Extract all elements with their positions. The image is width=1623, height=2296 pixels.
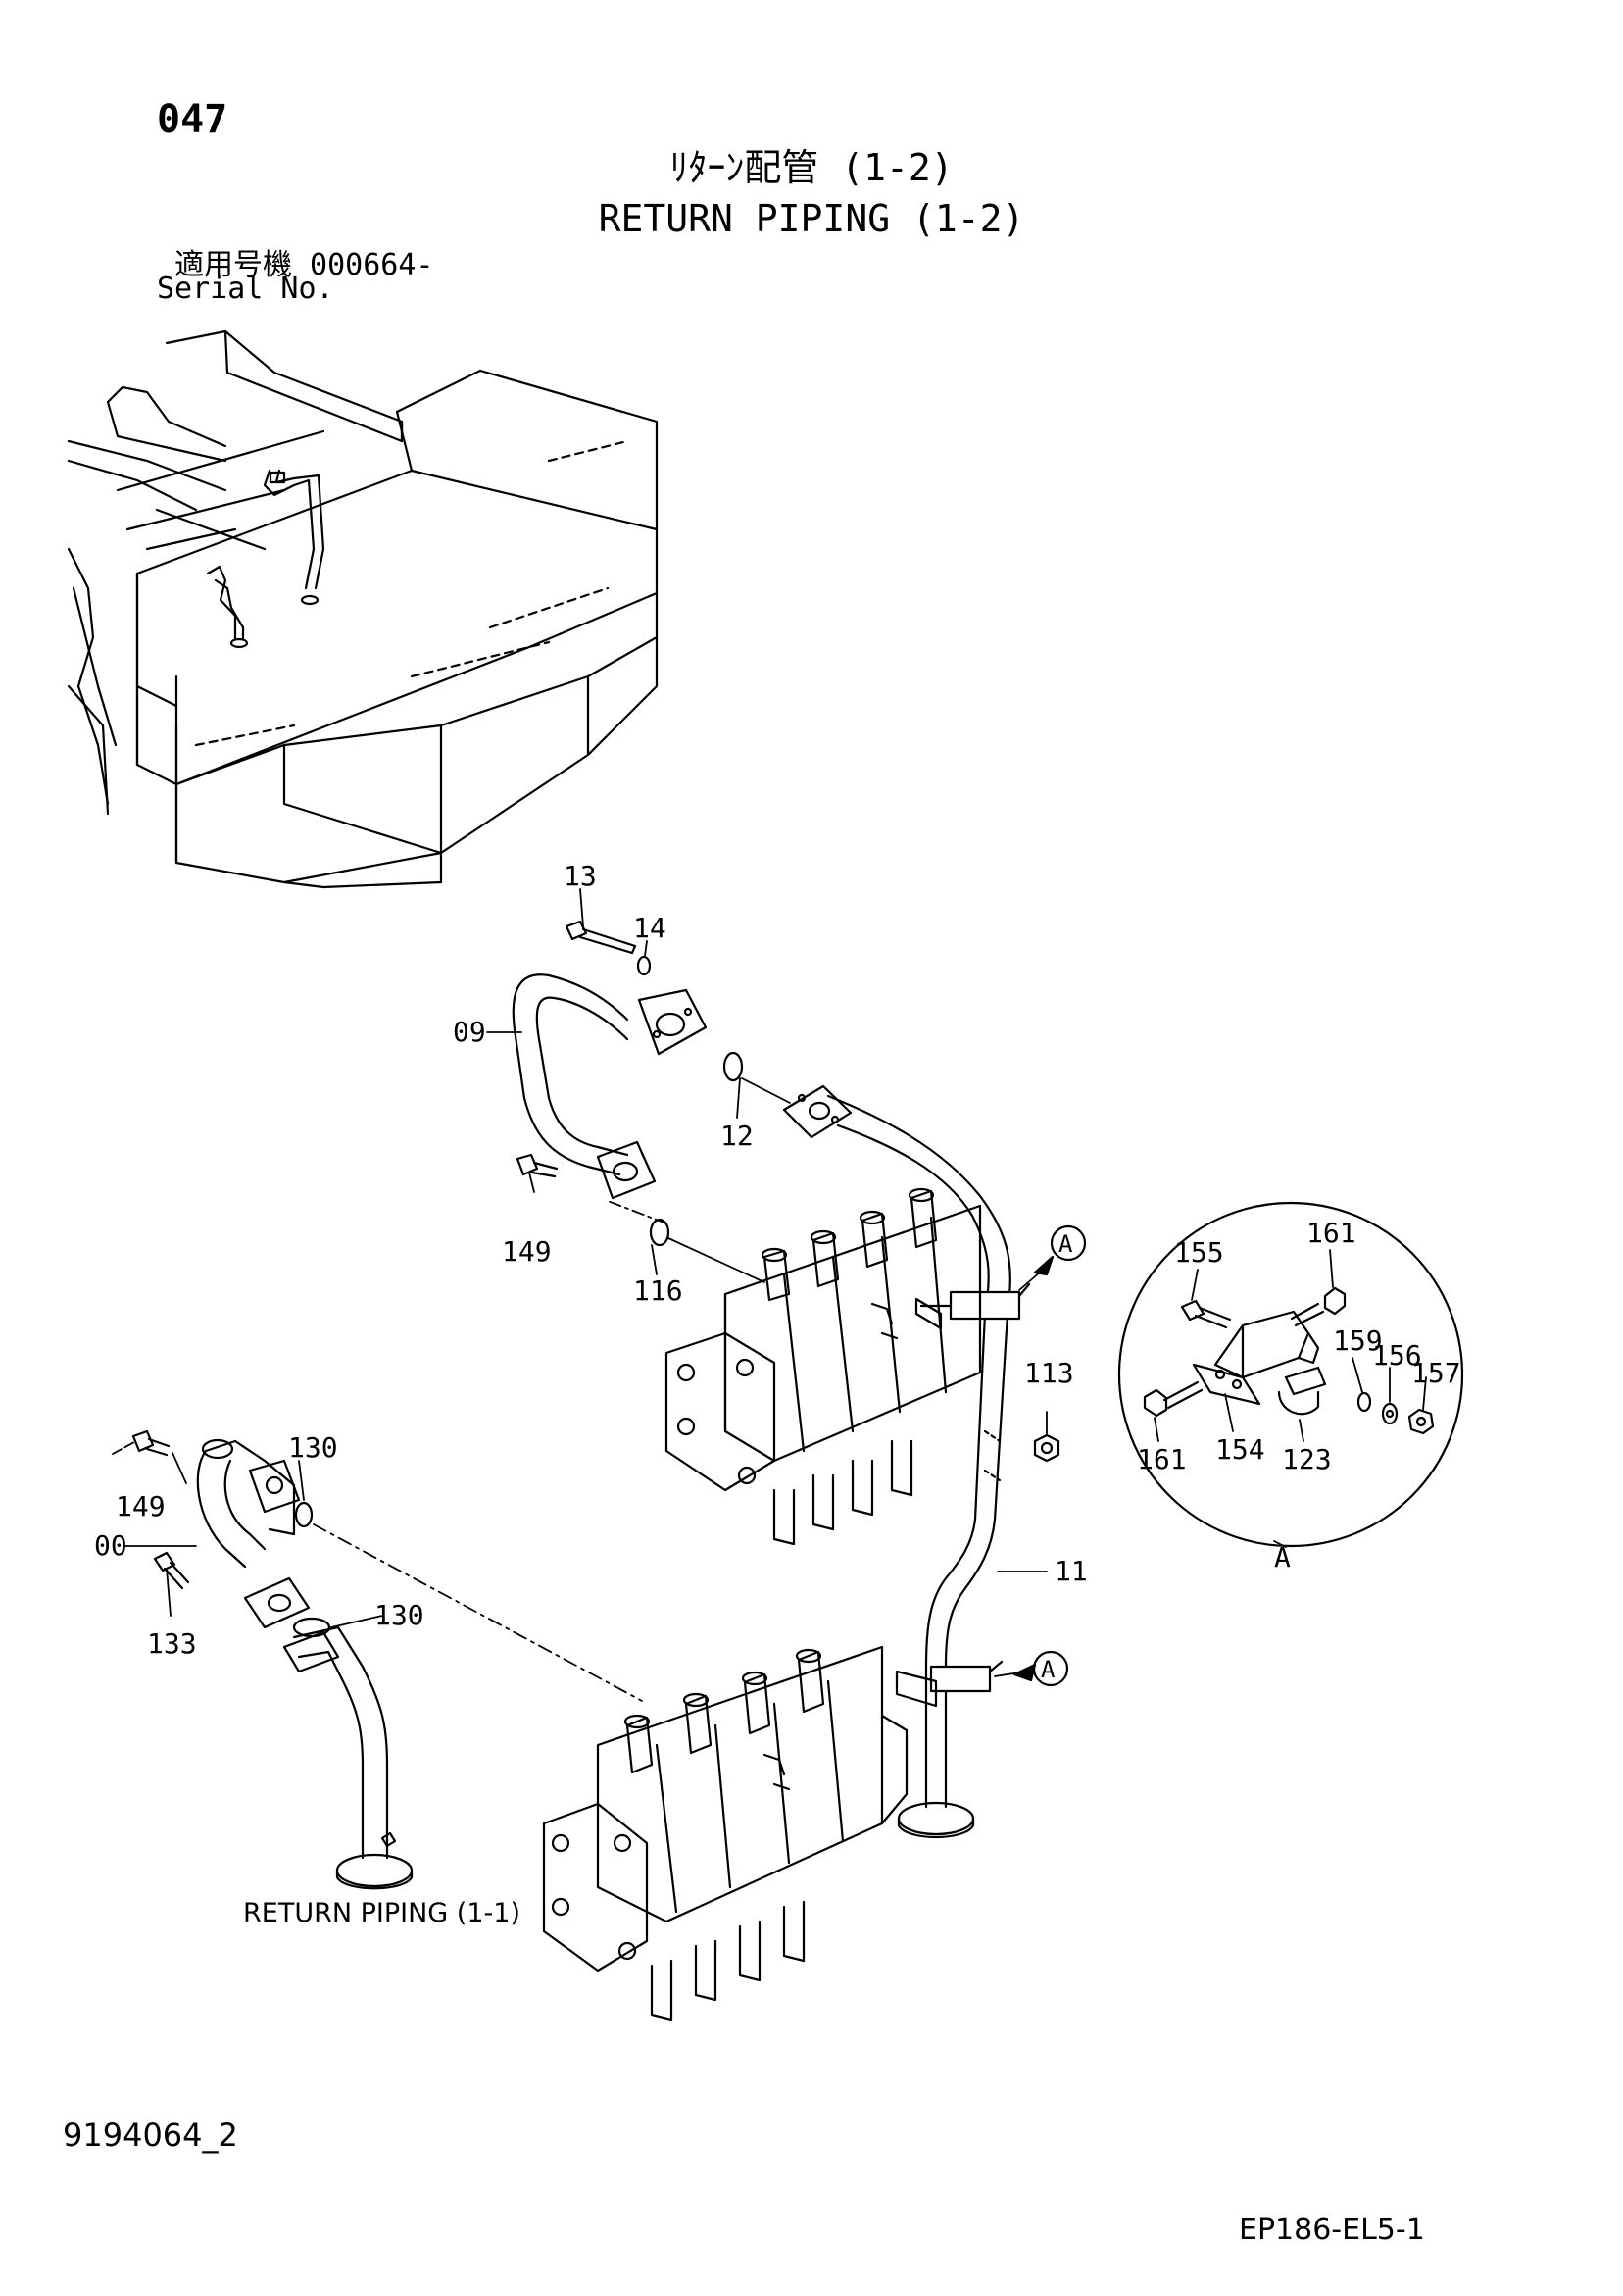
- callout-156: 156: [1372, 1339, 1422, 1372]
- callout-161: 161: [1137, 1443, 1187, 1475]
- callout-12: 12: [720, 1120, 754, 1152]
- view-a-marker-label: A: [1041, 1656, 1056, 1683]
- callout-155: 155: [1174, 1236, 1224, 1269]
- view-a-marker-label: A: [1058, 1230, 1073, 1258]
- callout-149: 149: [116, 1490, 166, 1522]
- bolt-133: [153, 1551, 190, 1590]
- serial-english: Serial No.: [157, 272, 334, 306]
- callout-116: 116: [633, 1274, 683, 1307]
- control-valve-upper: [664, 1187, 982, 1546]
- callout-14: 14: [633, 912, 666, 944]
- pipe-09: [512, 973, 708, 1200]
- detail-a-label: A: [1274, 1541, 1291, 1573]
- callout-09: 09: [453, 1016, 486, 1048]
- title-japanese: ﾘﾀｰﾝ配管 (1-2): [669, 146, 954, 189]
- callout-154: 154: [1215, 1433, 1265, 1466]
- callout-11: 11: [1055, 1555, 1088, 1587]
- callout-00: 00: [94, 1529, 127, 1562]
- callout-159: 159: [1333, 1324, 1383, 1357]
- o-ring-130: [294, 1501, 314, 1528]
- callout-113: 113: [1024, 1357, 1074, 1389]
- nut-113: [1033, 1433, 1060, 1463]
- detail-a-view: [1117, 1201, 1464, 1548]
- callout-13: 13: [564, 860, 597, 892]
- bolt-149-upper: [516, 1153, 559, 1178]
- document-id: 9194064_2: [63, 2117, 238, 2154]
- bolt-149-lower: [131, 1429, 171, 1457]
- pipe-00: [196, 1438, 414, 1890]
- washer-14: [636, 955, 652, 976]
- callout-130: 130: [288, 1431, 338, 1464]
- callout-123: 123: [1282, 1443, 1332, 1475]
- view-a-marker-lower: [994, 1650, 1069, 1687]
- serial-japanese: 適用号機 000664-: [174, 248, 434, 282]
- leader-lines: [112, 888, 1048, 1702]
- o-ring-12: [722, 1051, 744, 1082]
- pipe-11: [782, 1084, 1031, 1839]
- view-a-marker-upper: [1018, 1224, 1087, 1291]
- title-english: RETURN PIPING (1-2): [598, 197, 1025, 240]
- callout-161: 161: [1306, 1217, 1356, 1249]
- reference-label: RETURN PIPING (1-1): [243, 1898, 520, 1928]
- callout-149: 149: [502, 1235, 552, 1268]
- machine-overview-illustration: [67, 329, 659, 889]
- callout-157: 157: [1411, 1357, 1461, 1389]
- o-ring-116: [649, 1218, 670, 1247]
- drawing-code: EP186-EL5-1: [1239, 2213, 1425, 2247]
- page-number: 047: [157, 97, 228, 142]
- control-valve-lower: [542, 1645, 909, 2021]
- callout-133: 133: [147, 1627, 197, 1660]
- bolt-13: [565, 920, 637, 955]
- callout-130: 130: [374, 1599, 424, 1631]
